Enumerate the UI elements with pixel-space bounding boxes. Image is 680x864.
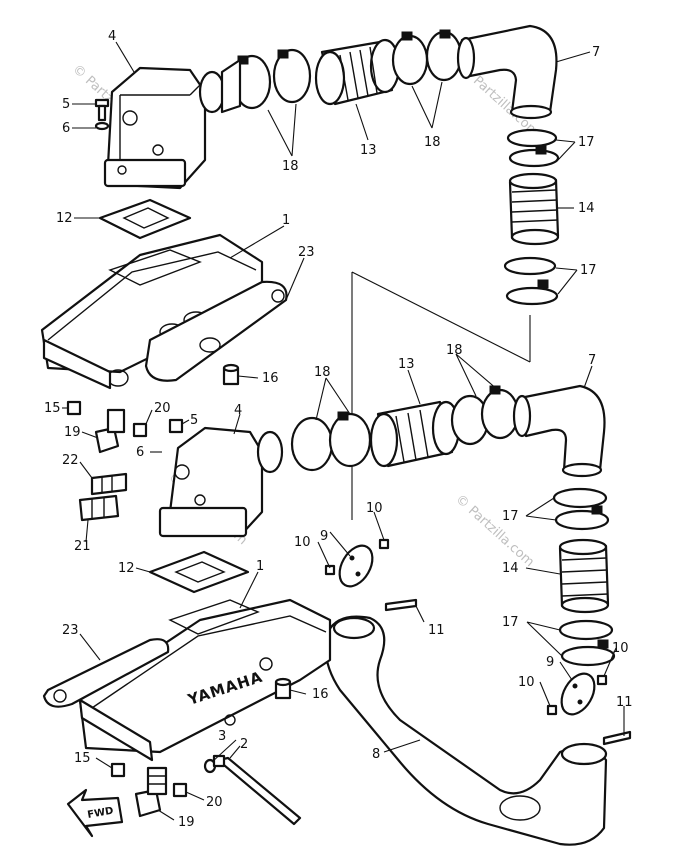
callout-17-top: 17	[578, 135, 595, 150]
callout-6-top: 6	[62, 121, 70, 136]
callout-22: 22	[62, 453, 79, 468]
callout-17-bottom: 17	[502, 615, 519, 630]
screw-10-left	[324, 564, 336, 576]
washer-top	[94, 121, 110, 131]
callout-18-top-right: 18	[424, 135, 441, 150]
screw-10-lower-left	[546, 704, 558, 716]
assembly-line-upper	[351, 271, 531, 363]
exhaust-gasket-top	[144, 280, 288, 382]
callout-9-middle: 9	[320, 529, 328, 544]
callout-7-middle: 7	[588, 353, 596, 368]
callout-6-middle: 6	[136, 445, 144, 460]
callout-16-top: 16	[262, 371, 279, 386]
flex-hose-middle	[369, 400, 461, 468]
screw-10-lower-right	[596, 674, 608, 686]
flex-hose-vertical-top	[508, 172, 560, 246]
callout-18-top-left: 18	[282, 159, 299, 174]
bolt-2	[212, 754, 302, 826]
elbow-fitting-19-top	[94, 408, 126, 454]
callout-1-top: 1	[282, 213, 290, 228]
gasket-top	[98, 198, 192, 240]
callout-11-middle: 11	[428, 623, 445, 638]
callout-4-middle: 4	[234, 403, 242, 418]
exhaust-pipe	[324, 615, 608, 846]
exhaust-elbow-top	[103, 66, 226, 190]
callout-20-top: 20	[154, 401, 171, 416]
pin-11-middle	[384, 598, 418, 612]
nipple-20-top	[132, 422, 148, 438]
callout-10-mid-right: 10	[366, 501, 383, 516]
nipple-22	[90, 472, 128, 496]
nipple-20-bottom	[172, 782, 188, 798]
callout-5-top: 5	[62, 97, 70, 112]
callout-10-lower-right: 10	[612, 641, 629, 656]
pin-11-lower	[602, 730, 632, 746]
callout-15-bottom: 15	[74, 751, 91, 766]
exhaust-manifold-bottom	[78, 598, 332, 762]
callout-9-lower: 9	[546, 655, 554, 670]
exhaust-elbow-middle	[158, 426, 284, 538]
exhaust-elbow-pipe-middle	[512, 384, 606, 478]
callout-13-top: 13	[360, 143, 377, 158]
leader-lines	[62, 41, 625, 821]
callout-21: 21	[74, 539, 91, 554]
callout-17-mid: 17	[580, 263, 597, 278]
callout-19-top: 19	[64, 425, 81, 440]
callout-18-mid-right: 18	[446, 343, 463, 358]
callout-23-bottom: 23	[62, 623, 79, 638]
plug-bottom	[110, 762, 126, 778]
callout-5-middle: 5	[190, 413, 198, 428]
fwd-arrow: FWD	[66, 788, 124, 838]
hose-clamps-vertical-top	[506, 128, 560, 168]
elbow-fitting-19-bottom	[134, 766, 168, 818]
callout-3: 3	[218, 729, 226, 744]
hose-clamps-top-right	[391, 29, 463, 86]
callout-16-bottom: 16	[312, 687, 329, 702]
exhaust-elbow-pipe-top	[456, 24, 558, 120]
watermark-mid-right: © Partzilla.com	[452, 492, 537, 570]
callout-12-top: 12	[56, 211, 73, 226]
fitting-top	[222, 363, 240, 386]
hose-clamps-middle-left	[290, 411, 372, 472]
callout-12-bottom: 12	[118, 561, 135, 576]
bolt-top	[94, 98, 110, 122]
exhaust-gasket-bottom	[42, 638, 170, 708]
callout-11-lower: 11	[616, 695, 633, 710]
callout-10-mid-left: 10	[294, 535, 311, 550]
callout-14-lower: 14	[502, 561, 519, 576]
fwd-label: FWD	[87, 806, 115, 821]
hose-clamps-top-left	[220, 48, 312, 114]
callout-1-bottom: 1	[256, 559, 264, 574]
flex-hose-vertical-lower	[558, 538, 610, 614]
hose-clamps-vertical-bottom	[558, 619, 616, 667]
hose-clamps-vertical-lower	[552, 487, 610, 531]
bolt-middle	[168, 418, 184, 434]
flapper-valve-middle	[338, 544, 374, 588]
plug-top	[66, 400, 82, 416]
callout-19-bottom: 19	[178, 815, 195, 830]
callout-20-bottom: 20	[206, 795, 223, 810]
callout-15-top: 15	[44, 401, 61, 416]
hose-fitting-21	[78, 494, 120, 522]
screw-10-right	[378, 538, 390, 550]
flapper-valve-lower	[560, 672, 596, 716]
hose-clamps-vertical-mid	[503, 256, 559, 306]
callout-13-middle: 13	[398, 357, 415, 372]
fitting-bottom	[274, 677, 292, 700]
callout-14-top: 14	[578, 201, 595, 216]
flex-hose-top	[314, 38, 401, 106]
callout-7-top: 7	[592, 45, 600, 60]
callout-23-top: 23	[298, 245, 315, 260]
callout-18-mid-left: 18	[314, 365, 331, 380]
callout-8: 8	[372, 747, 380, 762]
callout-10-lower-left: 10	[518, 675, 535, 690]
callout-4-top: 4	[108, 29, 116, 44]
callout-2: 2	[240, 737, 248, 752]
gasket-bottom	[148, 550, 250, 594]
hose-clamps-middle-right	[450, 385, 520, 446]
callout-labels: 4 5 6 18 13 18 7 17 14 17 12 1 23 16 15 …	[44, 29, 633, 830]
callout-17-lower: 17	[502, 509, 519, 524]
